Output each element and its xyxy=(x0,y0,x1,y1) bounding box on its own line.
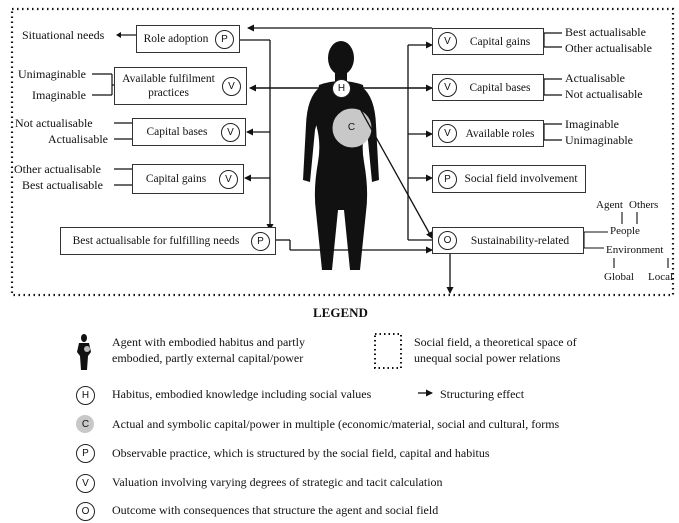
capital-gains-right-label: Capital gains xyxy=(469,35,531,48)
legend-practice-icon: P xyxy=(76,444,95,463)
imaginable-right-label: Imaginable xyxy=(565,117,619,131)
legend-title: LEGEND xyxy=(313,305,368,320)
actualisable-left-label: Actualisable xyxy=(48,132,108,146)
social-field-border xyxy=(10,7,675,297)
available-fulfilment-label: Available fulfilment practices xyxy=(122,73,215,99)
legend-social-field-icon xyxy=(374,333,402,369)
best-actualisable-box: Best actualisable for fulfilling needs P xyxy=(60,227,276,255)
valuation-badge: V xyxy=(438,124,457,143)
available-roles-label: Available roles xyxy=(465,127,535,140)
sustainability-related-label: Sustainability-related xyxy=(470,234,570,247)
agent-label: Agent xyxy=(596,199,623,211)
practice-badge: P xyxy=(438,169,457,189)
legend-agent-text-1: Agent with embodied habitus and partly xyxy=(112,335,305,349)
legend-valuation-icon: V xyxy=(76,474,95,493)
capital-gains-right-box: V Capital gains xyxy=(432,28,544,55)
legend-habitus-text: Habitus, embodied knowledge including so… xyxy=(112,387,372,401)
social-field-involvement-label: Social field involvement xyxy=(464,173,578,185)
available-fulfilment-box: Available fulfilment practices V xyxy=(114,67,247,105)
practice-badge: P xyxy=(251,231,270,251)
global-label: Global xyxy=(604,271,634,283)
legend-agent-text-2: embodied, partly external capital/power xyxy=(112,351,304,365)
people-label: People xyxy=(610,225,640,237)
legend-practice-text: Observable practice, which is structured… xyxy=(112,446,490,460)
legend-field-text-1: Social field, a theoretical space of xyxy=(414,335,577,349)
legend-valuation-text: Valuation involving varying degrees of s… xyxy=(112,475,443,489)
sustainability-related-box: O Sustainability-related xyxy=(432,227,584,254)
capital-bases-left-label: Capital bases xyxy=(146,126,208,138)
capital-bases-left-box: Capital bases V xyxy=(132,118,246,146)
role-adoption-box: Role adoption P xyxy=(136,25,240,53)
best-actualisable-label: Best actualisable for fulfilling needs xyxy=(72,235,240,247)
practice-badge: P xyxy=(215,29,234,49)
legend-capital-text: Actual and symbolic capital/power in mul… xyxy=(112,417,560,431)
legend-outcome-text: Outcome with consequences that structure… xyxy=(112,503,439,517)
legend-outcome-icon: O xyxy=(76,502,95,521)
not-actualisable-left-label: Not actualisable xyxy=(15,116,93,130)
actualisable-right-label: Actualisable xyxy=(565,71,625,85)
capital-gains-left-box: Capital gains V xyxy=(132,164,244,194)
capital-gains-left-label: Capital gains xyxy=(145,173,207,185)
environment-label: Environment xyxy=(606,244,664,256)
other-actualisable-left-label: Other actualisable xyxy=(14,162,101,176)
unimaginable-right-label: Unimaginable xyxy=(565,133,633,147)
available-roles-box: V Available roles xyxy=(432,120,544,147)
valuation-badge: V xyxy=(438,78,457,97)
not-actualisable-right-label: Not actualisable xyxy=(565,87,643,101)
valuation-badge: V xyxy=(221,122,240,142)
valuation-badge: V xyxy=(222,76,241,96)
best-actualisable-left-label: Best actualisable xyxy=(22,178,103,192)
others-label: Others xyxy=(629,199,659,211)
capital-bases-right-label: Capital bases xyxy=(469,81,531,94)
social-field-involvement-box: P Social field involvement xyxy=(432,165,586,193)
situational-needs-label: Situational needs xyxy=(22,28,105,42)
legend-structuring-text: Structuring effect xyxy=(440,387,525,401)
capital-bases-right-box: V Capital bases xyxy=(432,74,544,101)
unimaginable-left-label: Unimaginable xyxy=(18,67,86,81)
legend-field-text-2: unequal social power relations xyxy=(414,351,561,365)
legend-habitus-icon: H xyxy=(76,386,95,405)
valuation-badge: V xyxy=(438,32,457,51)
legend-agent-figure xyxy=(77,334,91,370)
habitus-badge: H xyxy=(332,79,351,98)
other-actualisable-right-label: Other actualisable xyxy=(565,41,652,55)
local-label: Local xyxy=(648,271,674,283)
imaginable-left-label: Imaginable xyxy=(32,88,86,102)
outcome-badge: O xyxy=(438,231,457,250)
agent-figure xyxy=(303,41,379,270)
role-adoption-label: Role adoption xyxy=(143,33,209,45)
best-actualisable-right-label: Best actualisable xyxy=(565,25,646,39)
legend-capital-icon: C xyxy=(81,419,90,430)
capital-badge: C xyxy=(347,122,356,133)
valuation-badge: V xyxy=(219,169,238,189)
